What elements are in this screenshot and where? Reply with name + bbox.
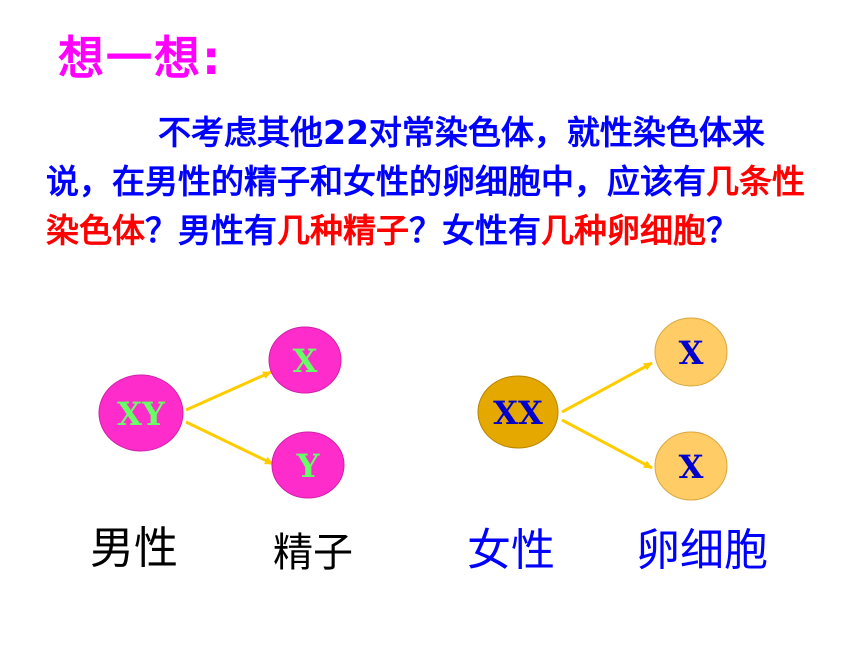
question-text: 不考虑其他22对常染色体，就性染色体来说，在男性的精子和女性的卵细胞中，应该有几… (46, 108, 826, 255)
caption-sperm: 精子 (273, 530, 353, 576)
male-cell: XY (98, 374, 184, 452)
caption-male: 男性 (90, 523, 178, 574)
question-part-4: ？ (706, 211, 739, 250)
female-cell: XX (477, 375, 559, 449)
egg-2-label: X (679, 448, 704, 486)
arrow-male-to-sperm-y (185, 420, 274, 466)
egg-cell-1: X (654, 317, 728, 387)
caption-female: 女性 (467, 525, 555, 576)
arrow-male-to-sperm-x (185, 370, 272, 412)
question-part-3: ？女性有 (409, 211, 541, 250)
egg-1-label: X (679, 334, 704, 372)
caption-egg: 卵细胞 (636, 525, 768, 576)
sperm-y-label: Y (296, 447, 321, 485)
page-title: 想一想: (58, 31, 223, 85)
female-cell-label: XX (493, 394, 543, 432)
male-cell-label: XY (117, 395, 166, 433)
sperm-x-label: X (293, 342, 318, 380)
arrow-female-to-egg-2 (561, 418, 653, 470)
egg-cell-2: X (654, 431, 728, 501)
question-highlight-2: 几种精子 (277, 211, 409, 250)
question-highlight-1: 几条性染色体 (46, 162, 805, 250)
question-part-1: 不考虑其他22对常染色体，就性染色体来说，在男性的精子和女性的卵细胞中，应该有 (46, 113, 765, 201)
sperm-cell-y: Y (271, 431, 345, 499)
question-highlight-3: 几种卵细胞 (541, 211, 706, 250)
arrow-female-to-egg-1 (561, 361, 653, 414)
question-part-2: ？男性有 (145, 211, 277, 250)
sperm-cell-x: X (268, 326, 342, 394)
